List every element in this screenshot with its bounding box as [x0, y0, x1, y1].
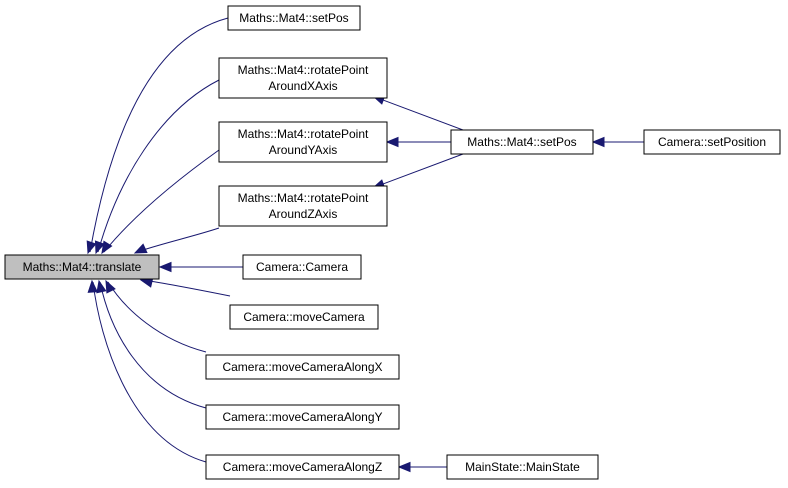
node-cam_move_x[interactable]: Camera::moveCameraAlongX: [205, 354, 400, 380]
node-cam_move_z[interactable]: Camera::moveCameraAlongZ: [205, 454, 400, 480]
edges-layer: [86, 17, 644, 473]
edge-rot_y-to-translate: [101, 149, 220, 255]
node-label: Maths::Mat4::setPos: [467, 135, 576, 149]
node-cam_move_y[interactable]: Camera::moveCameraAlongY: [205, 404, 400, 430]
edge-cam_move_z-to-translate: [87, 279, 207, 463]
edge-rot_z-to-translate: [133, 227, 220, 254]
node-translate[interactable]: Maths::Mat4::translate: [4, 254, 160, 280]
node-box[interactable]: [4, 254, 160, 280]
node-box[interactable]: [643, 129, 781, 155]
edge-line: [374, 96, 464, 131]
node-box[interactable]: [450, 129, 594, 155]
node-label: Camera::setPosition: [658, 135, 766, 149]
node-label: Camera::moveCameraAlongZ: [223, 460, 382, 474]
arrowhead-icon: [94, 240, 105, 255]
arrowhead-icon: [397, 461, 411, 473]
node-label: AroundXAxis: [268, 79, 337, 93]
node-cam_ctor[interactable]: Camera::Camera: [242, 254, 362, 280]
node-box[interactable]: [218, 57, 388, 99]
edge-cam_move_x-to-translate: [105, 279, 207, 353]
edge-line: [136, 227, 220, 253]
node-label: Maths::Mat4::rotatePoint: [238, 127, 369, 141]
node-setpos_a[interactable]: Maths::Mat4::setPos: [227, 5, 361, 31]
edge-setpos_a-to-translate: [86, 17, 229, 255]
edge-line: [103, 149, 220, 253]
edge-setpos_b-to-rot_y: [385, 136, 451, 148]
edge-line: [99, 281, 207, 409]
node-box[interactable]: [218, 121, 388, 163]
edge-line: [97, 79, 220, 253]
nodes-layer: Maths::Mat4::translate Maths::Mat4::setPo…: [4, 5, 781, 480]
node-box[interactable]: [205, 404, 400, 430]
arrowhead-icon: [133, 243, 148, 254]
edge-line: [92, 281, 207, 463]
node-label: Camera::moveCamera: [243, 310, 365, 324]
node-label: Maths::Mat4::translate: [23, 260, 142, 274]
arrowhead-icon: [96, 279, 107, 294]
node-label: Maths::Mat4::rotatePoint: [238, 63, 369, 77]
node-box[interactable]: [205, 354, 400, 380]
edge-cam_move_y-to-translate: [96, 279, 207, 409]
node-label: MainState::MainState: [465, 460, 580, 474]
node-label: Maths::Mat4::rotatePoint: [238, 191, 369, 205]
arrowhead-icon: [158, 261, 172, 273]
node-label: AroundYAxis: [269, 143, 337, 157]
node-label: Camera::Camera: [256, 260, 348, 274]
node-label: Maths::Mat4::setPos: [239, 11, 348, 25]
node-mainstate[interactable]: MainState::MainState: [446, 454, 599, 480]
arrowhead-icon: [87, 279, 98, 293]
edge-line: [374, 153, 464, 188]
node-setpos_b[interactable]: Maths::Mat4::setPos: [450, 129, 594, 155]
node-box[interactable]: [218, 185, 388, 227]
edge-line: [107, 281, 207, 353]
node-cam_setposition[interactable]: Camera::setPosition: [643, 129, 781, 155]
node-cam_move[interactable]: Camera::moveCamera: [229, 304, 379, 330]
node-box[interactable]: [205, 454, 400, 480]
edge-line: [142, 279, 231, 297]
node-box[interactable]: [227, 5, 361, 31]
arrowhead-icon: [591, 136, 605, 148]
edge-cam_setposition-to-setpos_b: [591, 136, 644, 148]
edge-mainstate-to-cam_move_z: [397, 461, 447, 473]
edge-cam_move-to-translate: [139, 277, 231, 297]
arrowhead-icon: [105, 279, 116, 294]
arrowhead-icon: [86, 240, 97, 255]
node-label: Camera::moveCameraAlongX: [222, 360, 382, 374]
arrowhead-icon: [385, 136, 399, 148]
node-label: Camera::moveCameraAlongY: [222, 410, 382, 424]
arrowhead-icon: [101, 240, 113, 255]
node-label: AroundZAxis: [269, 207, 338, 221]
node-box[interactable]: [229, 304, 379, 330]
edge-cam_ctor-to-translate: [158, 261, 243, 273]
edge-line: [89, 17, 229, 253]
node-box[interactable]: [446, 454, 599, 480]
edge-rot_x-to-translate: [94, 79, 220, 255]
node-box[interactable]: [242, 254, 362, 280]
